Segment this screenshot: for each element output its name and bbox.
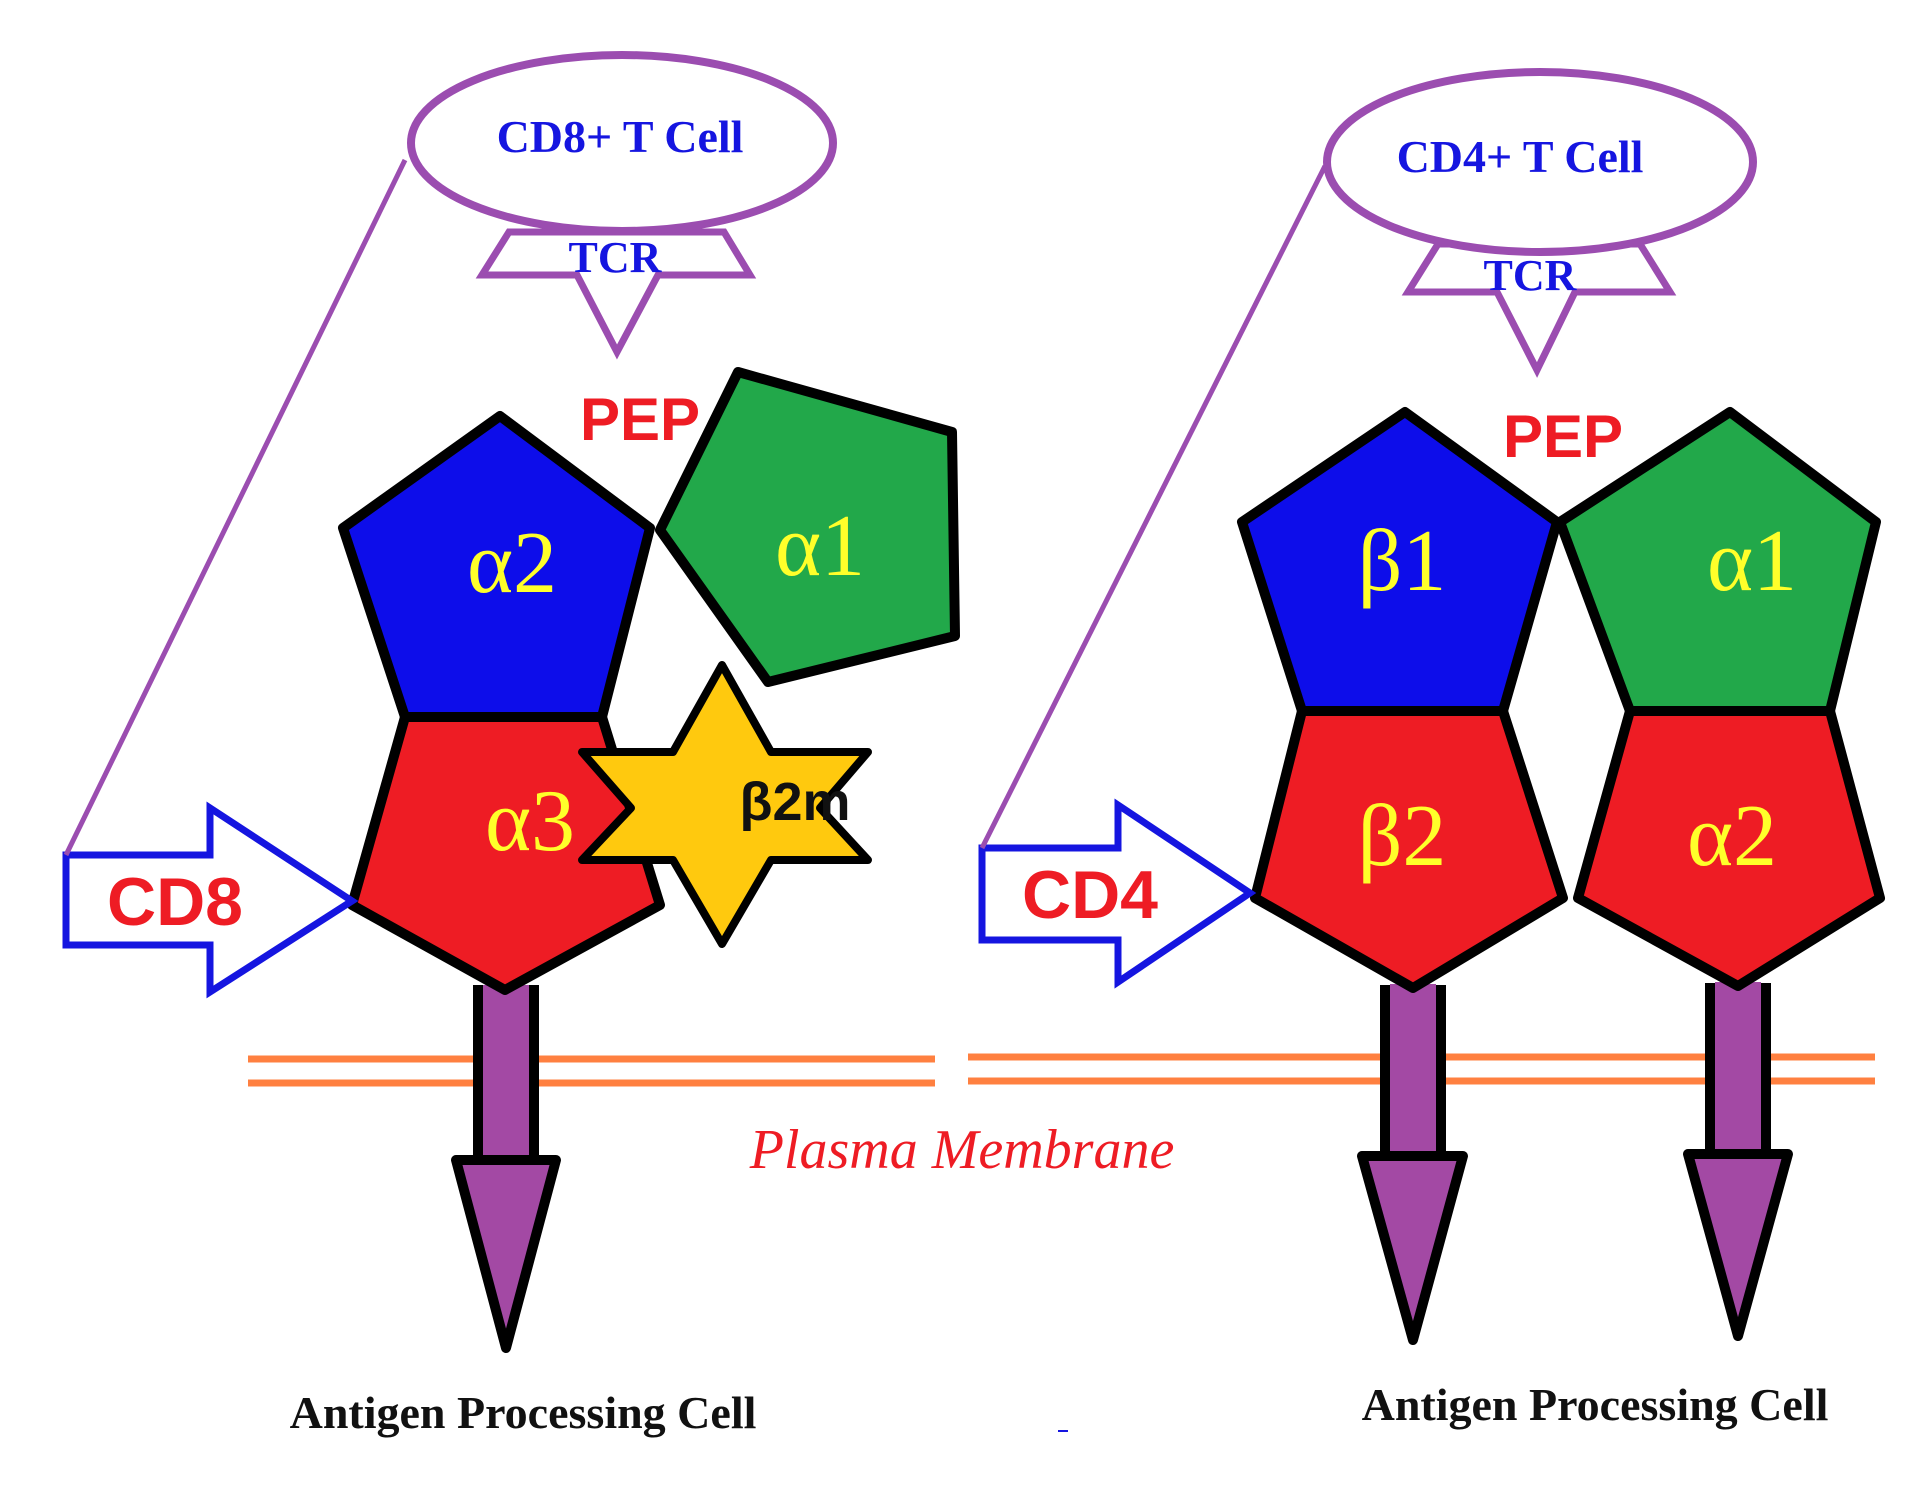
cd8-tcell-link xyxy=(63,158,408,857)
class-ii-apc-label: Antigen Processing Cell xyxy=(1362,1379,1829,1430)
cd8-t-cell xyxy=(407,51,837,235)
cd8-label: CD8 xyxy=(107,864,243,940)
class-i-apc-label: Antigen Processing Cell xyxy=(290,1387,757,1438)
class-ii-tcr-label: TCR xyxy=(1484,251,1578,300)
cd4-label: CD4 xyxy=(1022,857,1158,933)
class-i-alpha2-label: α2 xyxy=(467,515,557,612)
cd4-t-cell-label: CD4+ T Cell xyxy=(1397,131,1644,182)
mhc-class-ii-complex xyxy=(978,68,1885,1345)
cd8-coreceptor-arrow xyxy=(62,801,359,999)
mhc-class-i-complex xyxy=(62,51,960,1353)
class-i-pep-label: PEP xyxy=(580,386,700,453)
class-i-tcr xyxy=(475,228,757,360)
class-ii-alpha1-label: α1 xyxy=(1707,513,1797,610)
class-i-alpha3-label: α3 xyxy=(485,773,575,870)
cd4-coreceptor-arrow xyxy=(978,798,1257,989)
class-i-tcr-label: TCR xyxy=(569,233,663,282)
class-ii-alpha2-label: α2 xyxy=(1687,788,1777,885)
class-ii-pep-label: PEP xyxy=(1503,403,1623,470)
class-i-alpha1-label: α1 xyxy=(775,498,865,595)
class-ii-beta1-domain xyxy=(1237,407,1562,716)
class-ii-alpha-anchor-arrow xyxy=(1683,982,1793,1341)
b2m-label: β2m xyxy=(739,772,850,832)
class-ii-alpha1-domain xyxy=(1555,407,1881,716)
b2m-star xyxy=(578,661,872,948)
class-ii-beta2-label: β2 xyxy=(1358,788,1447,885)
class-ii-beta1-label: β1 xyxy=(1358,513,1447,610)
class-i-alpha2-domain xyxy=(338,411,655,722)
class-i-anchor-arrow xyxy=(451,985,561,1353)
plasma-membrane-label: Plasma Membrane xyxy=(749,1119,1175,1181)
cd4-tcell-link xyxy=(979,164,1328,850)
cd8-t-cell-label: CD8+ T Cell xyxy=(497,111,744,162)
class-i-alpha1-domain xyxy=(655,367,960,687)
class-ii-beta-anchor-arrow xyxy=(1357,984,1468,1345)
cd4-t-cell xyxy=(1323,68,1757,256)
class-ii-tcr xyxy=(1401,240,1677,378)
